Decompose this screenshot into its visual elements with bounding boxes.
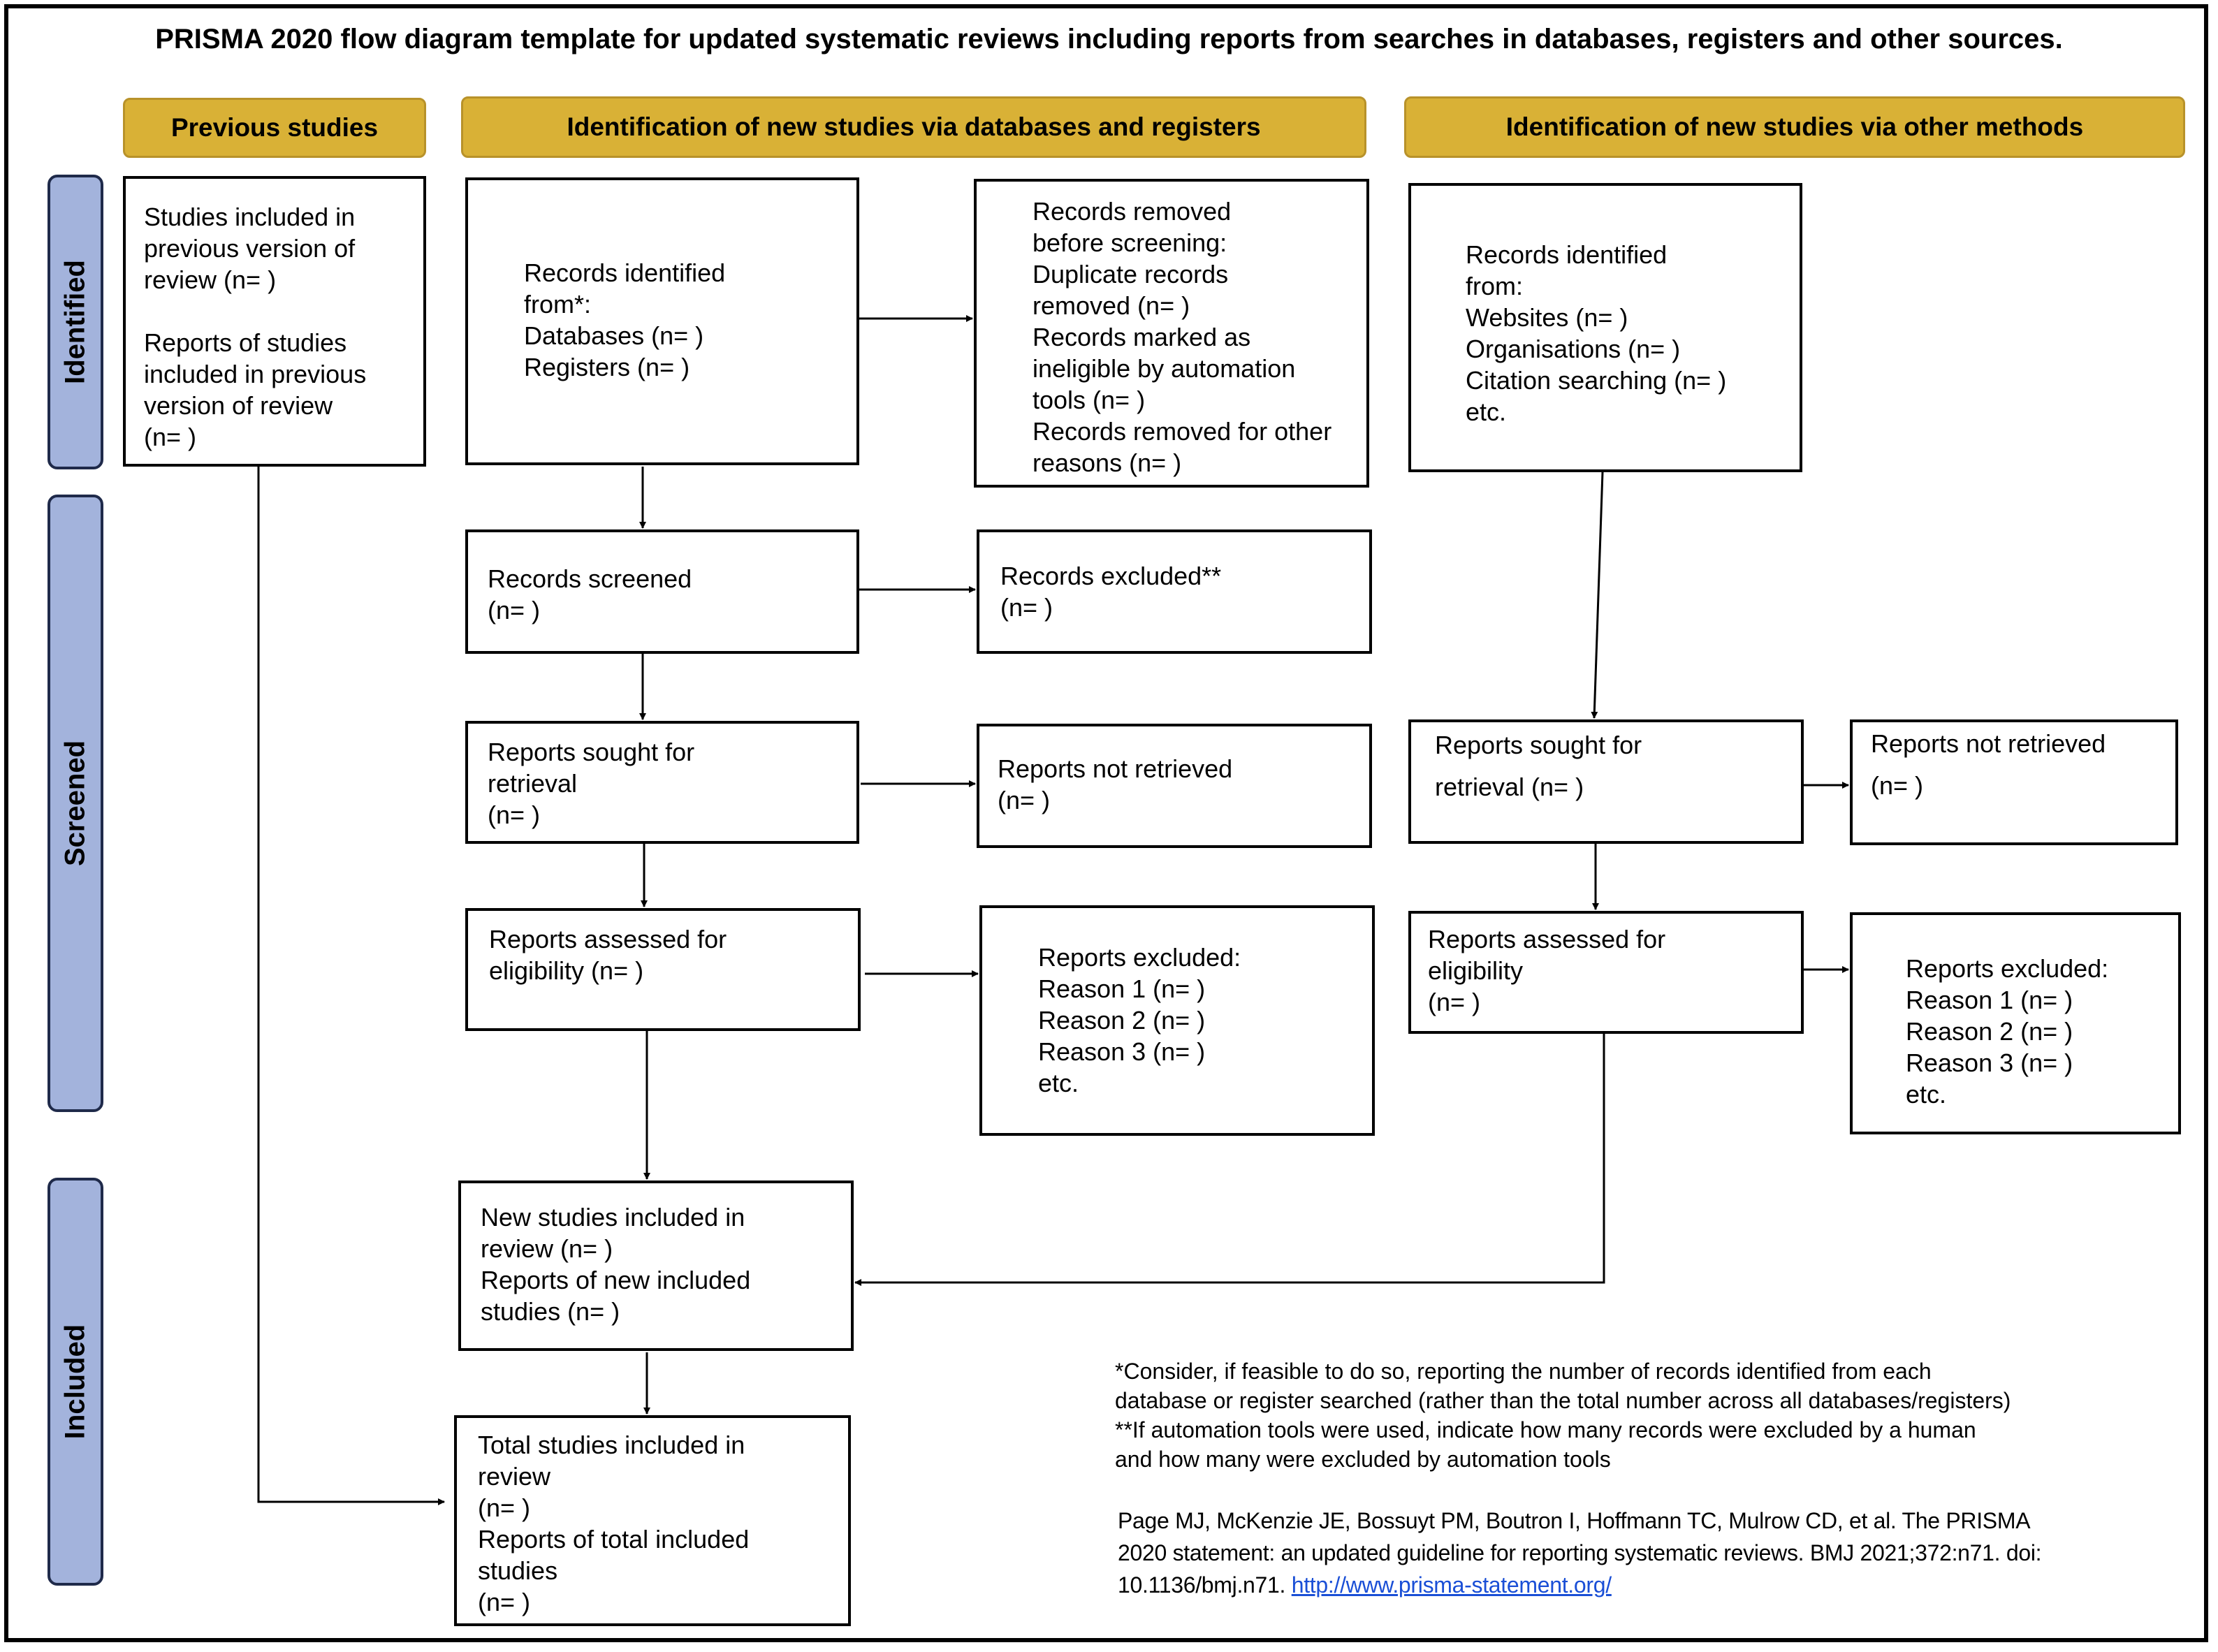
box-other-reports-excluded: Reports excluded: Reason 1 (n= ) Reason … [1850,912,2181,1134]
box-other-reports-assessed: Reports assessed for eligibility (n= ) [1408,911,1804,1034]
box-db-records-identified: Records identified from*: Databases (n= … [465,177,859,465]
phase-identified: Identified [48,175,103,469]
page-frame [4,4,2208,1642]
arrow-other-assessed-to-new-included [854,1034,1605,1286]
box-other-reports-sought: Reports sought for retrieval (n= ) [1408,719,1804,844]
diagram-title: PRISMA 2020 flow diagram template for up… [155,24,2063,54]
arrow-previous-to-total [257,467,445,1505]
box-db-records-removed: Records removed before screening: Duplic… [974,179,1369,488]
box-db-records-screened: Records screened (n= ) [465,529,859,654]
box-other-reports-not-retrieved: Reports not retrieved (n= ) [1850,719,2178,845]
arrow-other-identified-to-sought [1591,472,1604,719]
citation: Page MJ, McKenzie JE, Bossuyt PM, Boutro… [1118,1505,2042,1601]
text-other-reports-assessed: Reports assessed for eligibility (n= ) [1428,925,1666,1016]
phase-included: Included [48,1178,103,1586]
text-db-records-identified: Records identified from*: Databases (n= … [524,258,726,381]
box-other-records-identified: Records identified from: Websites (n= ) … [1408,183,1802,472]
text-other-reports-excluded: Reports excluded: Reason 1 (n= ) Reason … [1906,954,2109,1109]
box-new-studies-included: New studies included in review (n= ) Rep… [458,1180,854,1351]
text-db-records-removed: Records removed before screening: Duplic… [1033,197,1332,477]
text-db-reports-assessed: Reports assessed for eligibility (n= ) [489,925,727,985]
header-databases-registers: Identification of new studies via databa… [461,96,1366,158]
text-db-records-excluded: Records excluded** (n= ) [1000,562,1222,622]
footnote: *Consider, if feasible to do so, reporti… [1115,1359,2011,1472]
text-db-reports-sought: Reports sought for retrieval (n= ) [488,738,695,829]
box-db-reports-excluded: Reports excluded: Reason 1 (n= ) Reason … [979,905,1375,1136]
text-db-records-screened: Records screened (n= ) [488,564,692,624]
text-new-studies-included: New studies included in review (n= ) Rep… [481,1203,751,1326]
box-db-reports-sought: Reports sought for retrieval (n= ) [465,721,859,844]
header-other-methods: Identification of new studies via other … [1404,96,2185,158]
text-other-records-identified: Records identified from: Websites (n= ) … [1466,240,1727,426]
text-total-studies-included: Total studies included in review (n= ) R… [478,1431,750,1616]
box-db-reports-not-retrieved: Reports not retrieved (n= ) [977,724,1372,848]
citation-text: Page MJ, McKenzie JE, Bossuyt PM, Boutro… [1118,1508,2042,1598]
box-db-reports-assessed: Reports assessed for eligibility (n= ) [465,908,861,1031]
text-db-reports-not-retrieved: Reports not retrieved (n= ) [998,754,1233,814]
text-previous-studies-included: Studies included in previous version of … [144,203,367,451]
prisma-statement-link[interactable]: http://www.prisma-statement.org/ [1291,1572,1612,1598]
text-other-reports-sought: Reports sought for retrieval (n= ) [1435,731,1642,801]
text-db-reports-excluded: Reports excluded: Reason 1 (n= ) Reason … [1038,943,1241,1097]
box-previous-studies-included: Studies included in previous version of … [123,176,426,467]
phase-screened: Screened [48,495,103,1112]
box-total-studies-included: Total studies included in review (n= ) R… [454,1415,851,1626]
box-db-records-excluded: Records excluded** (n= ) [977,529,1372,654]
text-other-reports-not-retrieved: Reports not retrieved (n= ) [1871,729,2106,800]
header-previous-studies: Previous studies [123,98,426,158]
